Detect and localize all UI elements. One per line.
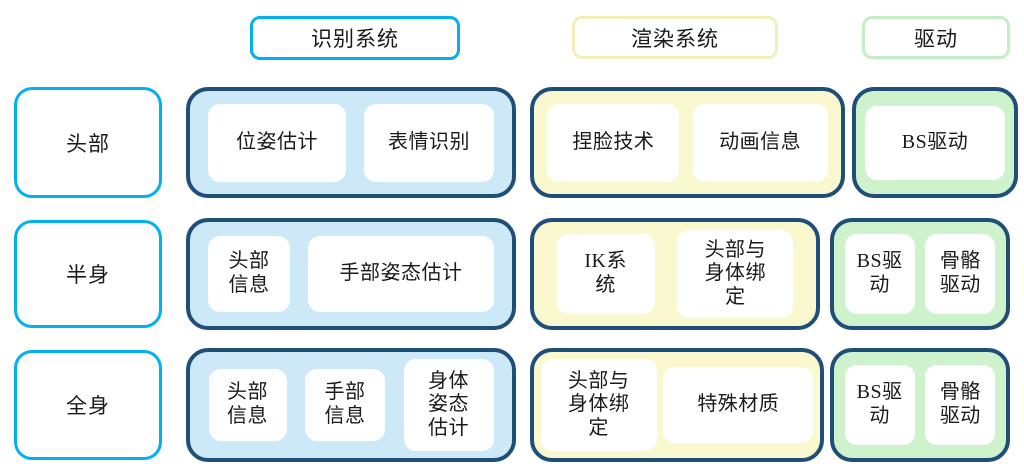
- group-head-drive: BS驱动: [852, 87, 1018, 198]
- chip-head-info: 头部 信息: [208, 236, 290, 312]
- chip-head-info: 头部 信息: [208, 369, 287, 441]
- row-label-full-body: 全身: [14, 350, 162, 460]
- chip-hand-info: 手部 信息: [305, 369, 385, 441]
- chip-bs-drive: BS驱 动: [844, 365, 915, 445]
- group-head-rendering: 捏脸技术 动画信息: [530, 87, 845, 198]
- chip-special-material: 特殊材质: [663, 367, 814, 443]
- chip-head-body-binding: 头部与 身体绑 定: [677, 230, 794, 318]
- column-header-recognition-system: 识别系统: [250, 16, 460, 60]
- group-fullbody-rendering: 头部与 身体绑 定 特殊材质: [530, 348, 824, 462]
- column-header-rendering-system: 渲染系统: [572, 16, 778, 59]
- chip-face-pinching-tech: 捏脸技术: [547, 103, 680, 182]
- row-label-head: 头部: [14, 87, 162, 198]
- row-label-half-body: 半身: [14, 220, 162, 328]
- chip-bs-drive: BS驱动: [865, 105, 1005, 180]
- group-halfbody-recognition: 头部 信息 手部姿态估计: [186, 218, 516, 330]
- chip-head-body-binding: 头部与 身体绑 定: [540, 359, 657, 451]
- chip-body-pose-estimation: 身体 姿态 估计: [403, 359, 494, 451]
- group-halfbody-drive: BS驱 动 骨骼 驱动: [830, 218, 1010, 330]
- chip-animation-info: 动画信息: [692, 103, 828, 182]
- group-fullbody-drive: BS驱 动 骨骼 驱动: [830, 348, 1010, 462]
- group-head-recognition: 位姿估计 表情识别: [186, 87, 516, 198]
- chip-expression-recognition: 表情识别: [364, 103, 494, 182]
- chip-hand-pose-estimation: 手部姿态估计: [308, 236, 494, 312]
- chip-pose-estimation: 位姿估计: [208, 103, 346, 182]
- chip-ik-system: IK系 统: [556, 234, 655, 314]
- group-halfbody-rendering: IK系 统 头部与 身体绑 定: [530, 218, 820, 330]
- column-header-drive: 驱动: [862, 16, 1010, 59]
- chip-bs-drive: BS驱 动: [844, 234, 915, 314]
- chip-skeleton-drive: 骨骼 驱动: [925, 365, 996, 445]
- group-fullbody-recognition: 头部 信息 手部 信息 身体 姿态 估计: [186, 348, 516, 462]
- chip-skeleton-drive: 骨骼 驱动: [925, 234, 996, 314]
